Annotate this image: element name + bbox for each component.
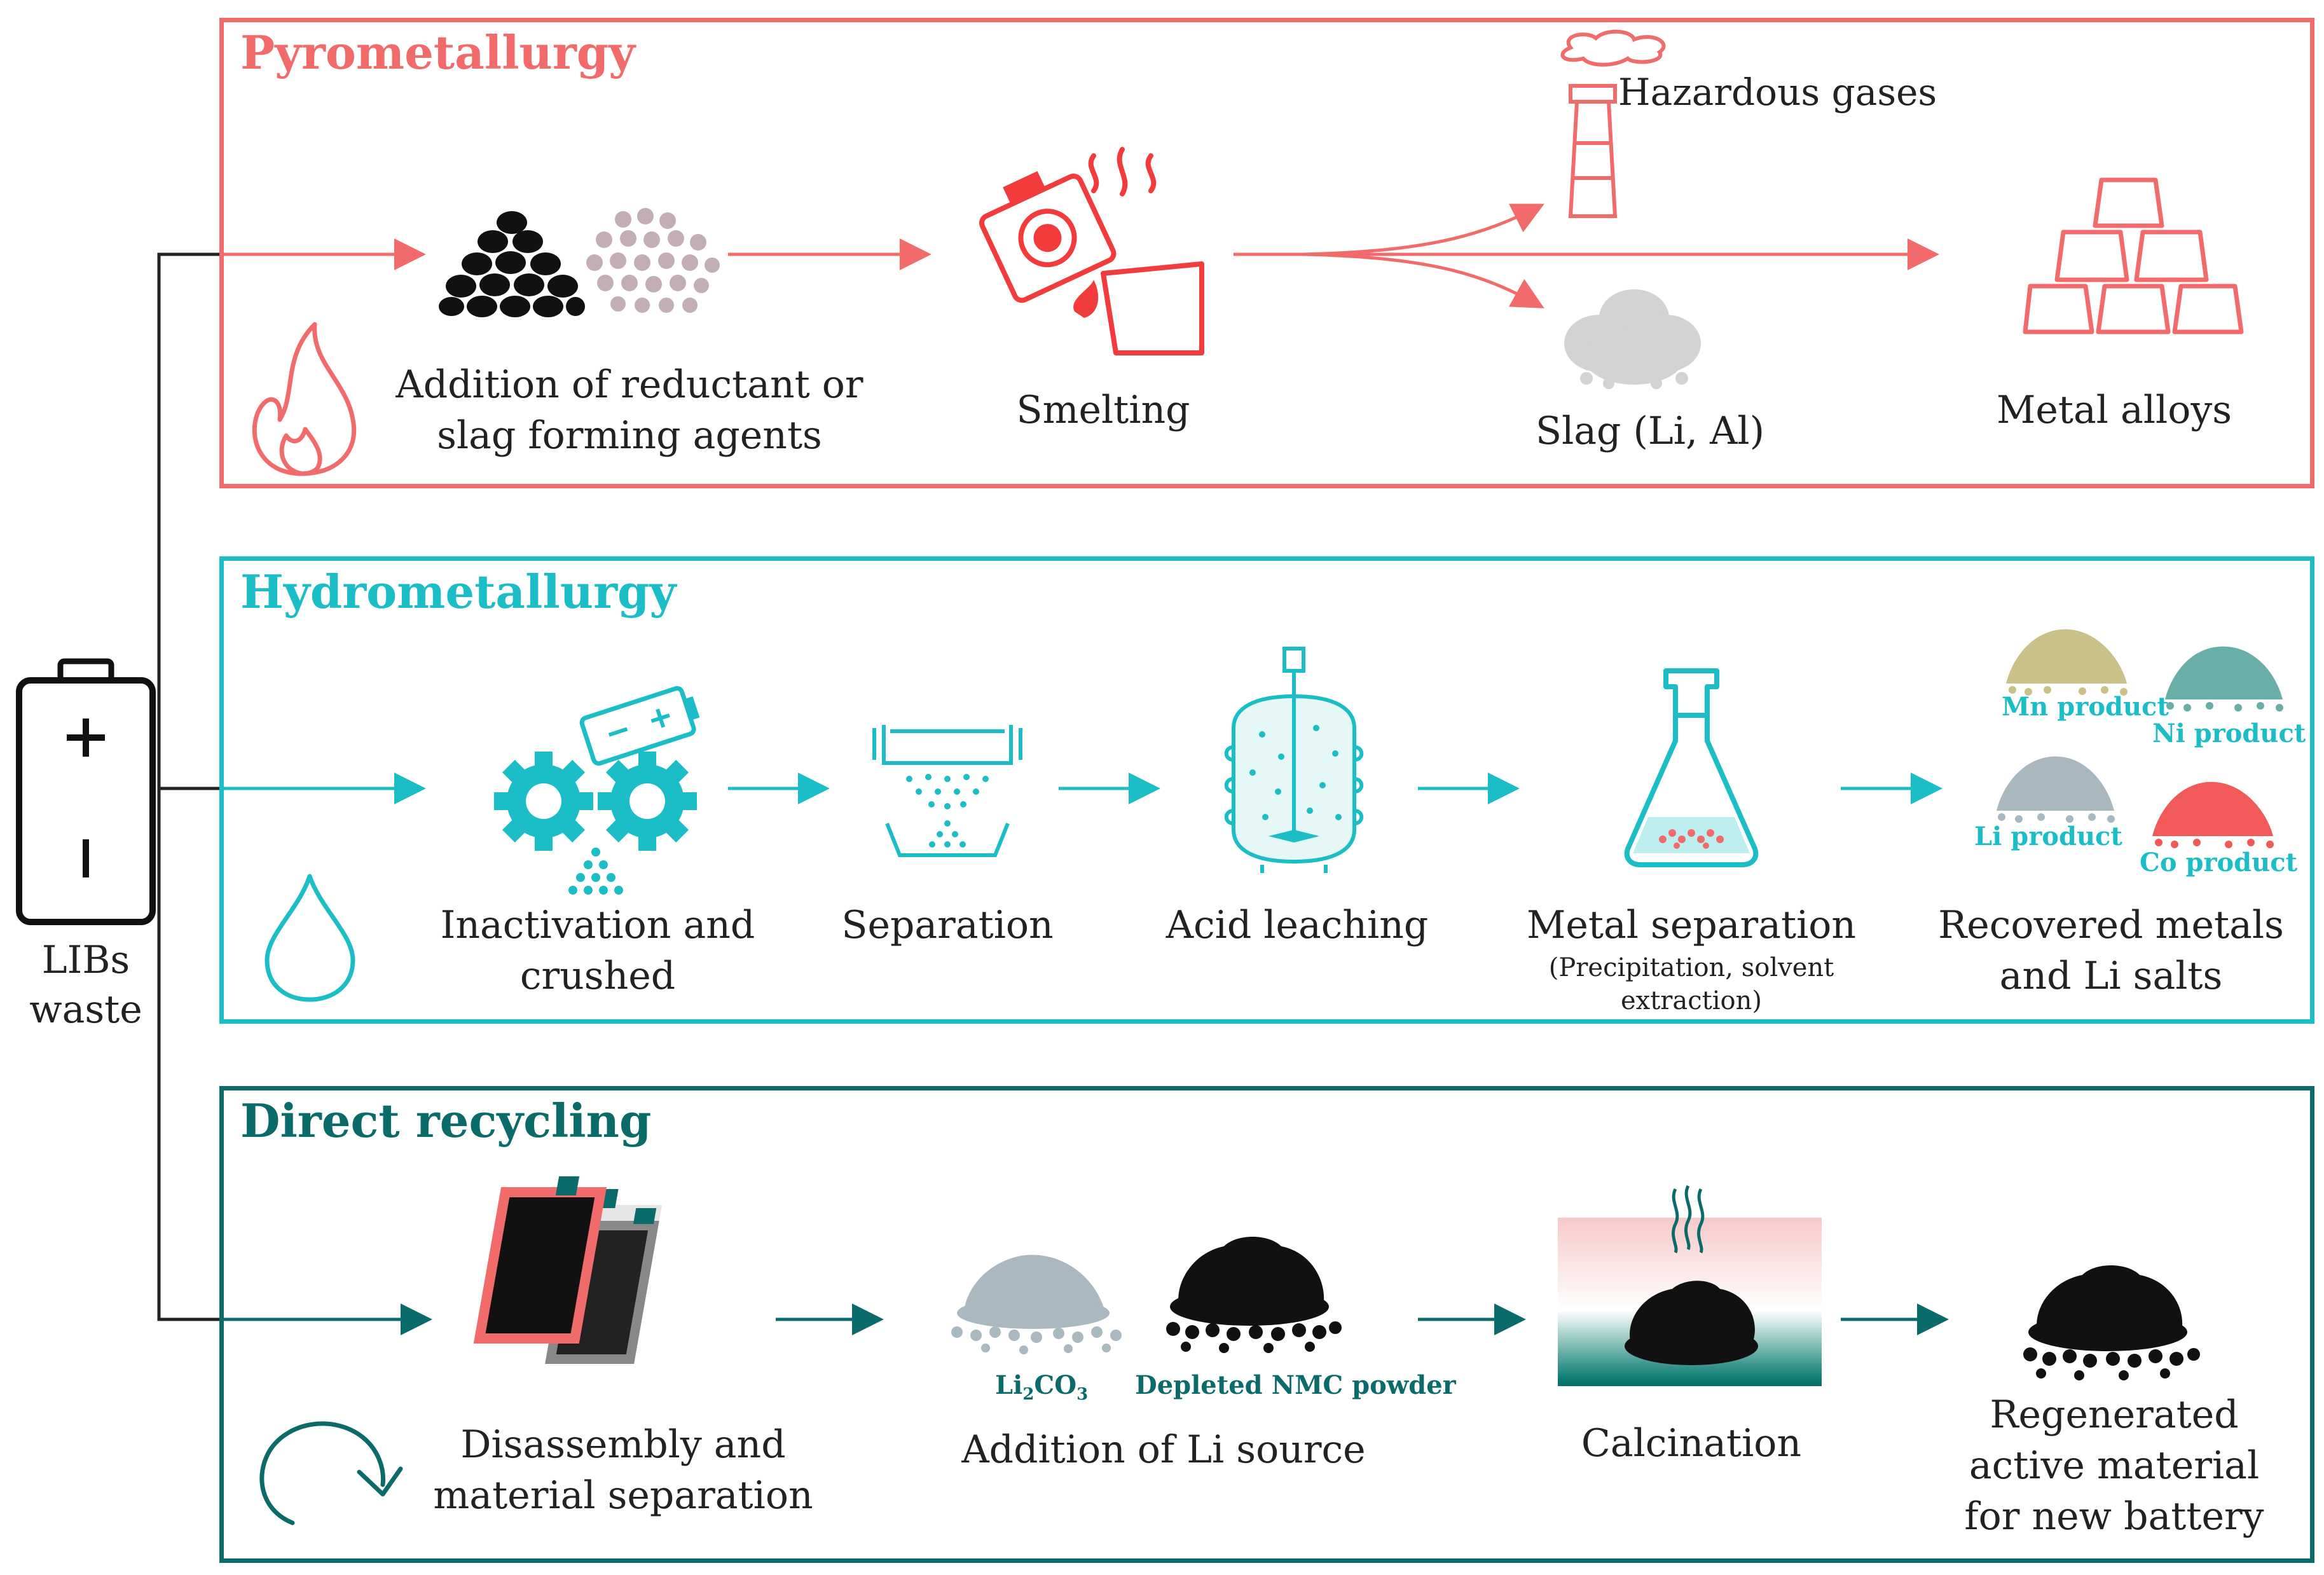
flask-icon [1624, 668, 1759, 867]
mn-product-pile-icon [2006, 629, 2128, 696]
ingots-icon [2023, 177, 2244, 334]
hydro-step1-line1: Inactivation and [440, 903, 755, 947]
nmc-powder-pile-icon [1166, 1237, 1342, 1353]
li2co3-co: CO [1034, 1370, 1077, 1400]
li2co3-label: Li2CO3 [995, 1370, 1088, 1404]
sieve-icon [872, 725, 1022, 857]
smelting-furnace-icon [979, 147, 1204, 355]
slag-cloud-icon [1564, 289, 1701, 389]
hydro-step4: Metal separation [1526, 903, 1857, 947]
ni-product-pile-icon [2165, 646, 2283, 712]
reactor-icon [1224, 647, 1364, 873]
pyro-step1-line1: Addition of reductant or [395, 362, 863, 407]
reductant-pile-icon [439, 211, 585, 317]
crusher-gears-icon [494, 686, 700, 895]
battery-icon [16, 658, 156, 925]
hydro-step4-sub2: extraction) [1621, 986, 1762, 1015]
li2co3-pile-icon [951, 1255, 1122, 1354]
hydro-panel [219, 556, 2314, 1024]
hydro-step3: Acid leaching [1165, 903, 1429, 947]
direct-step1-line2: material separation [433, 1473, 813, 1518]
slag-agent-dots-icon [586, 208, 720, 313]
calcination-powder-icon [1625, 1281, 1758, 1365]
li2co3-li: Li [995, 1370, 1023, 1400]
direct-step1-line1: Disassembly and [460, 1422, 786, 1467]
direct-step3: Calcination [1581, 1421, 1802, 1466]
pyro-slag: Slag (Li, Al) [1535, 409, 1765, 453]
li2co3-sub1: 2 [1022, 1385, 1035, 1404]
source-label-2: waste [29, 987, 142, 1032]
pyro-step1-line2: slag forming agents [437, 413, 822, 458]
pyro-title: Pyrometallurgy [240, 25, 635, 79]
hydro-step5-line2: and Li salts [1999, 954, 2223, 998]
flame-icon [252, 322, 357, 476]
hydro-step5-line1: Recovered metals [1938, 903, 2284, 947]
heat-waves-icon [1671, 1185, 1705, 1254]
direct-step4-line2: active material [1969, 1443, 2260, 1488]
chimney-icon [1560, 29, 1666, 218]
recycle-arrow-icon [259, 1421, 403, 1525]
hydro-step4-sub1: (Precipitation, solvent [1548, 953, 1834, 982]
nmc-label: Depleted NMC powder [1135, 1370, 1456, 1400]
pyro-alloys: Metal alloys [1996, 388, 2232, 432]
co-product-label: Co product [2140, 848, 2298, 877]
co-product-pile-icon [2152, 781, 2274, 848]
li-product-pile-icon [1997, 756, 2115, 823]
direct-step4-line3: for new battery [1964, 1494, 2264, 1539]
direct-title: Direct recycling [240, 1094, 652, 1148]
li2co3-sub2: 3 [1076, 1385, 1089, 1404]
water-drop-icon [265, 874, 355, 1002]
regenerated-powder-pile-icon [2023, 1265, 2200, 1380]
mn-product-label: Mn product [2002, 692, 2169, 722]
ni-product-label: Ni product [2152, 719, 2306, 748]
hydro-title: Hydrometallurgy [240, 565, 677, 619]
hydro-step1-line2: crushed [519, 954, 676, 998]
source-label-1: LIBs [41, 938, 130, 982]
direct-step4-line1: Regenerated [1990, 1393, 2239, 1437]
li-product-label: Li product [1974, 822, 2122, 851]
pyro-gases: Hazardous gases [1618, 71, 1937, 114]
direct-step2: Addition of Li source [961, 1427, 1366, 1472]
hydro-step2: Separation [841, 903, 1054, 947]
pyro-step2: Smelting [1016, 388, 1190, 432]
direct-panel [219, 1086, 2314, 1563]
pyro-panel [219, 18, 2314, 488]
electrode-sheets-icon [473, 1176, 663, 1364]
